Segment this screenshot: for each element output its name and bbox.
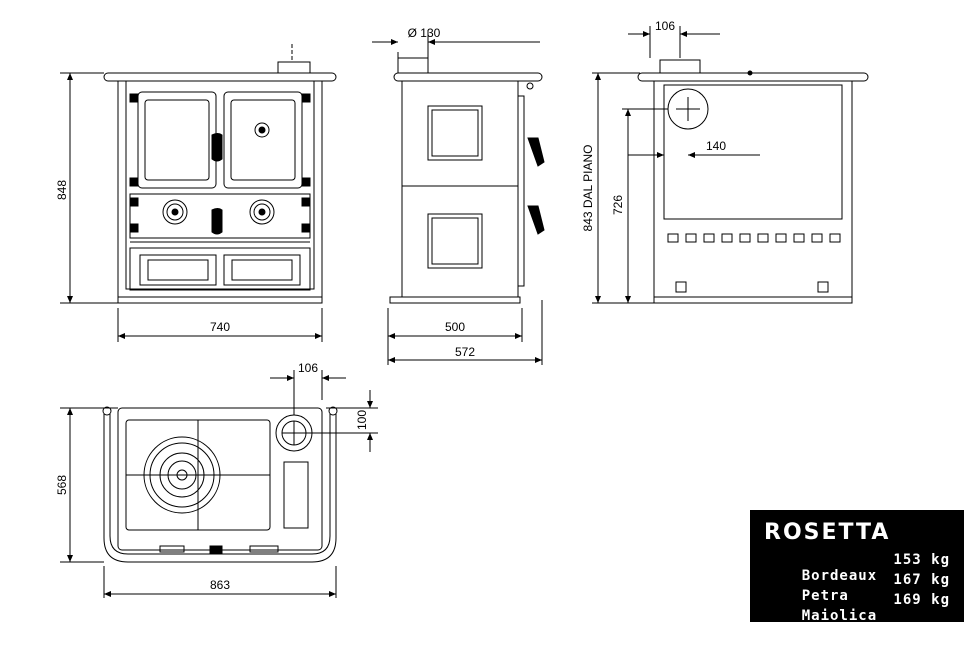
variant-weight: 167 kg bbox=[893, 572, 950, 588]
front-view bbox=[103, 44, 337, 304]
variant-name: Petra bbox=[801, 588, 849, 604]
rear-view bbox=[637, 59, 869, 304]
variant-row: Maiolica 169 kg bbox=[764, 592, 950, 656]
variant-name: Maiolica bbox=[801, 608, 878, 624]
variant-row: Petra 167 kg bbox=[764, 572, 950, 636]
top-dimensions bbox=[60, 370, 378, 598]
front-width-label: 740 bbox=[210, 320, 230, 334]
front-height-label: 848 bbox=[55, 180, 69, 200]
technical-drawing: 848 740 Ø 130 500 572 106 843 DAL PIANO … bbox=[55, 19, 869, 598]
top-depth-label: 568 bbox=[55, 475, 69, 495]
rear-dimensions bbox=[592, 26, 760, 304]
rear-flue-center-label: 140 bbox=[706, 139, 726, 153]
variant-weight: 169 kg bbox=[893, 592, 950, 608]
top-flue-depth-label: 100 bbox=[355, 410, 369, 430]
variant-weight: 153 kg bbox=[893, 552, 950, 568]
flue-diameter-label: Ø 130 bbox=[408, 26, 441, 40]
side-dimensions bbox=[372, 30, 543, 365]
rear-flue-height-label: 843 DAL PIANO bbox=[581, 145, 595, 232]
rear-vents bbox=[667, 233, 841, 243]
top-width-label: 863 bbox=[210, 578, 230, 592]
top-view bbox=[102, 406, 338, 563]
variant-row: Bordeaux 153 kg bbox=[764, 552, 950, 616]
top-flue-offset-label: 106 bbox=[298, 361, 318, 375]
rear-flue-offset-label: 106 bbox=[655, 19, 675, 33]
side-view bbox=[389, 57, 545, 304]
model-name: ROSETTA bbox=[764, 520, 891, 545]
title-block: ROSETTA Bordeaux 153 kg Petra 167 kg Mai… bbox=[750, 510, 964, 624]
variant-name: Bordeaux bbox=[801, 568, 878, 584]
side-depth-total-label: 572 bbox=[455, 345, 475, 359]
front-dimensions bbox=[60, 72, 323, 342]
side-depth-body-label: 500 bbox=[445, 320, 465, 334]
rear-height-label: 726 bbox=[611, 195, 625, 215]
